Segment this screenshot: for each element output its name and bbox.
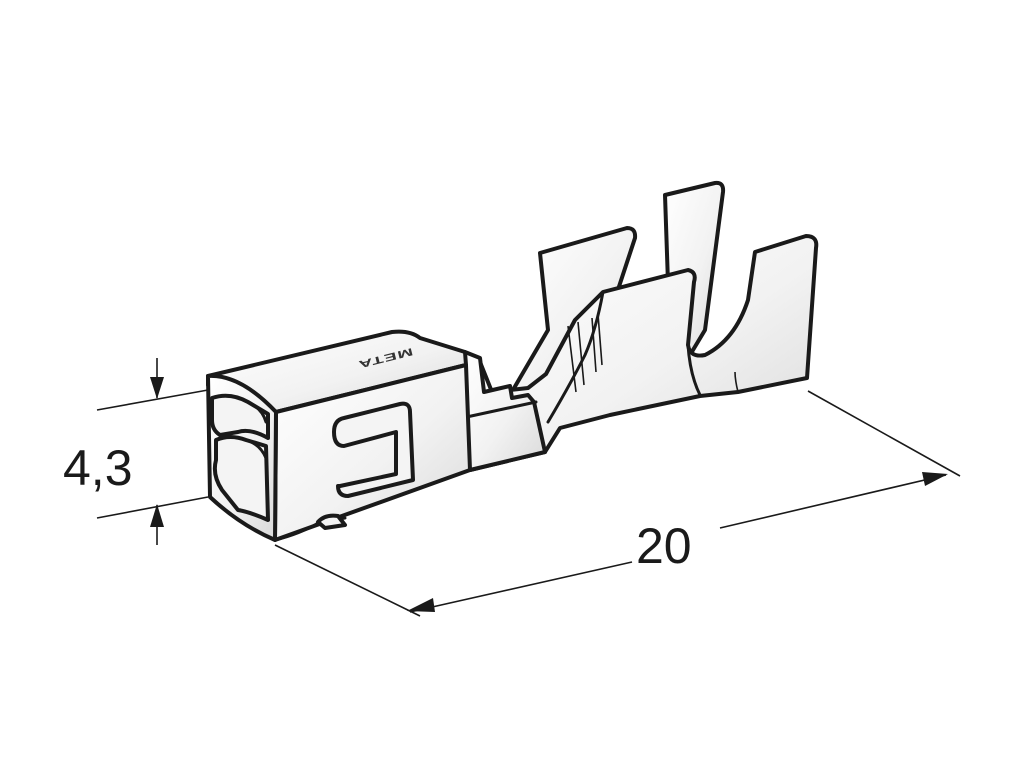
length-extension-right — [807, 390, 961, 477]
transition-edge — [460, 400, 538, 420]
height-dimension-label: 4,3 — [63, 440, 133, 496]
length-dim-line-right — [719, 474, 947, 529]
barrel-crease-2 — [686, 343, 702, 397]
barrel-crease-6 — [591, 317, 597, 373]
barrel-crease-1 — [546, 290, 605, 424]
barrel-crease-3 — [734, 371, 739, 393]
height-arrow-top — [150, 377, 164, 399]
length-arrow-left — [407, 598, 435, 612]
height-extension-top — [96, 389, 209, 411]
height-extension-bottom — [96, 496, 209, 519]
barrel-crease-4 — [567, 325, 577, 393]
barrel-body — [468, 234, 819, 472]
length-arrow-right — [922, 472, 948, 486]
length-dimension-label: 20 — [636, 518, 692, 574]
barrel-crease-5 — [577, 321, 585, 386]
length-dim-line-left — [409, 561, 633, 613]
locking-lance — [332, 401, 415, 498]
contact-spring-curl — [244, 400, 268, 460]
length-dimension: 20 — [274, 390, 961, 617]
contact-box-tab — [316, 513, 347, 530]
contact-spring-bottom — [212, 435, 270, 522]
length-extension-left — [274, 544, 421, 617]
crimp-terminal: META — [206, 180, 819, 542]
height-dimension: 4,3 — [63, 358, 209, 545]
barrel-crease-7 — [597, 313, 603, 366]
height-arrow-bottom — [150, 504, 164, 527]
